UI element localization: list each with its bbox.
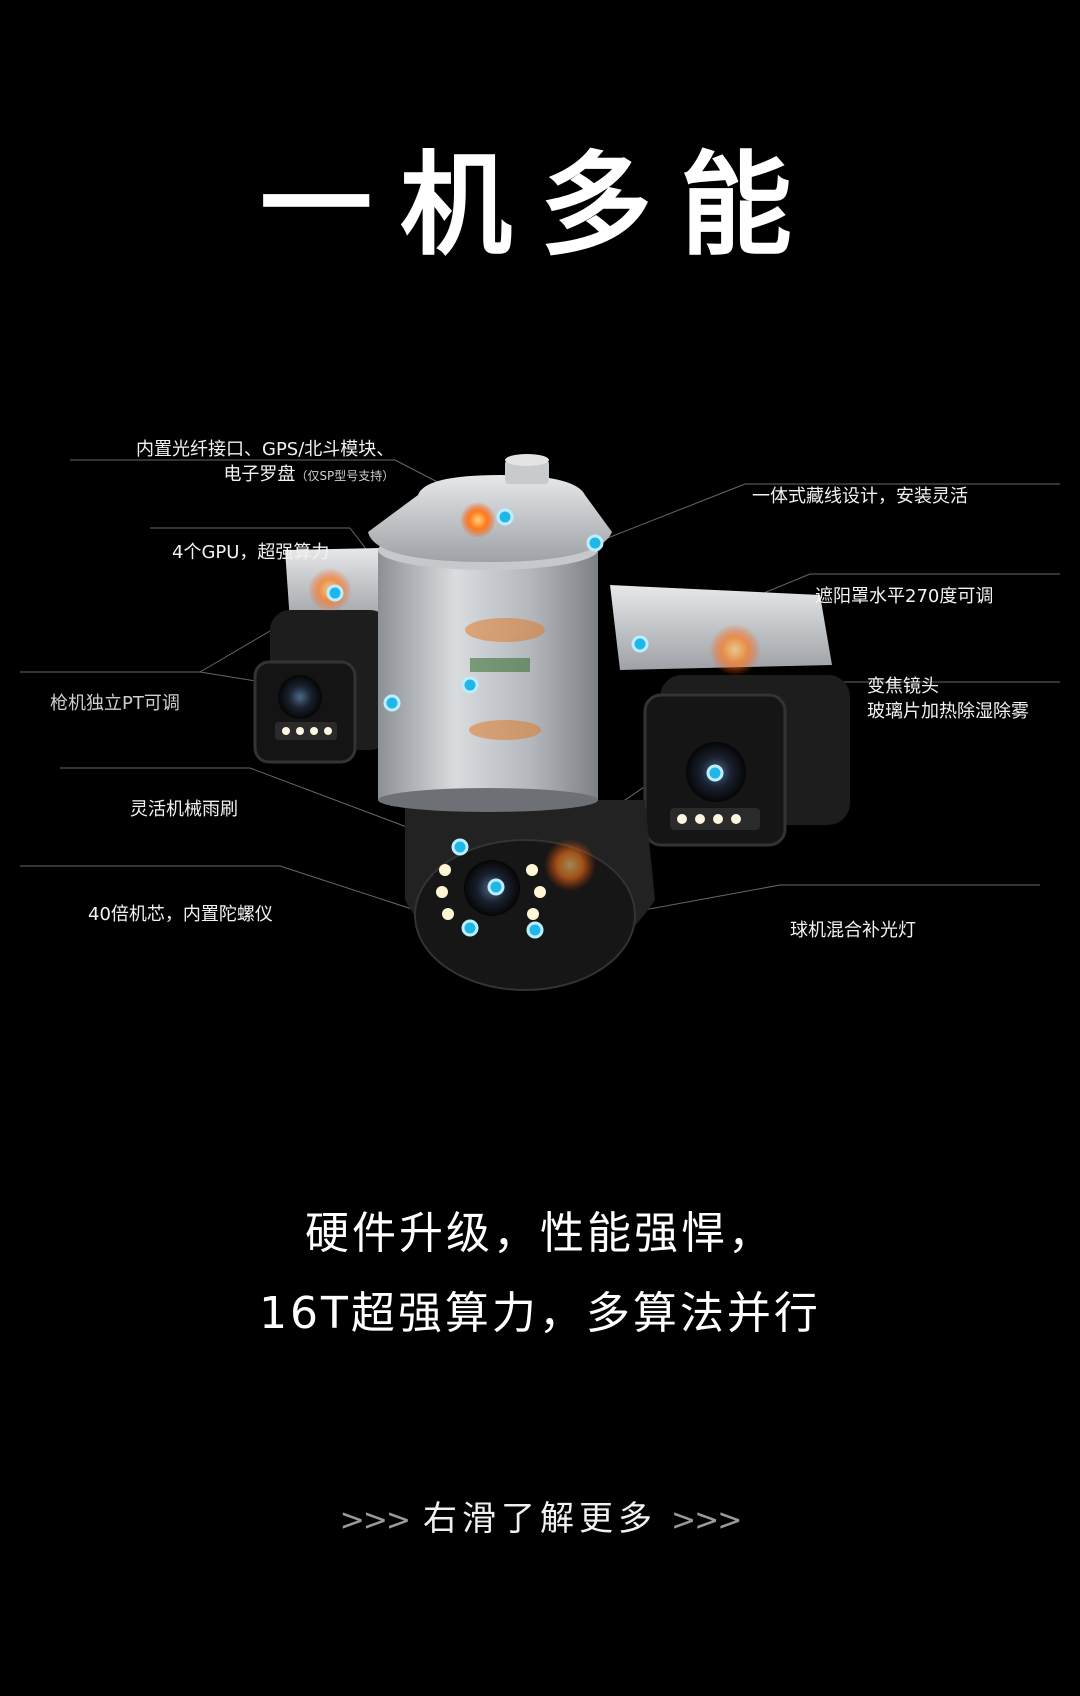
description-line1: 硬件升级，性能强悍， bbox=[305, 1208, 775, 1259]
chevrons-right-icon-2: >>> bbox=[671, 1503, 742, 1538]
callout-zoom-lens-label: 变焦镜头 bbox=[867, 676, 939, 697]
swipe-hint[interactable]: >>> 右滑了解更多 >>> bbox=[0, 1502, 1080, 1536]
callout-zoom40: 40倍机芯，内置陀螺仪 bbox=[88, 904, 273, 925]
camera-illustration bbox=[20, 454, 1060, 991]
marker-right-lens bbox=[706, 764, 724, 782]
callout-fiber: 内置光纤接口、GPS/北斗模块、 电子罗盘（仅SP型号支持） bbox=[136, 437, 394, 489]
callout-gpu: 4个GPU，超强算力 bbox=[172, 542, 330, 563]
callout-compass-label: 电子罗盘 bbox=[223, 464, 296, 485]
callout-fiber-line1: 内置光纤接口、GPS/北斗模块、 bbox=[136, 439, 395, 460]
chevrons-right-icon: >>> bbox=[339, 1503, 411, 1538]
page-title: 一机多能 bbox=[260, 141, 820, 271]
marker-fiber bbox=[496, 508, 514, 526]
callout-compass-note: （仅SP型号支持） bbox=[295, 469, 395, 483]
callout-fill-light: 球机混合补光灯 bbox=[790, 920, 916, 941]
marker-fill-light bbox=[526, 921, 544, 939]
callout-wiper: 灵活机械雨刷 bbox=[130, 799, 238, 820]
callout-compass: 电子罗盘（仅SP型号支持） bbox=[136, 462, 394, 489]
callout-gun-pt: 枪机独立PT可调 bbox=[50, 693, 180, 714]
callout-visor: 遮阳罩水平270度可调 bbox=[815, 586, 994, 607]
marker-wiper bbox=[451, 838, 469, 856]
marker-cable bbox=[586, 534, 604, 552]
marker-left-gun bbox=[326, 584, 344, 602]
marker-visor bbox=[631, 635, 649, 653]
description-line2: 16T超强算力，多算法并行 bbox=[259, 1288, 821, 1339]
swipe-label: 右滑了解更多 bbox=[423, 1499, 657, 1539]
callout-cable: 一体式藏线设计，安装灵活 bbox=[752, 486, 968, 507]
callout-zoom-lens: 变焦镜头 玻璃片加热除湿除雾 bbox=[867, 674, 1029, 724]
marker-gyro bbox=[461, 919, 479, 937]
callout-glass-heat: 玻璃片加热除湿除雾 bbox=[867, 701, 1029, 722]
marker-left-pt bbox=[383, 694, 401, 712]
marker-dome-lens bbox=[487, 878, 505, 896]
marker-gpu bbox=[461, 676, 479, 694]
